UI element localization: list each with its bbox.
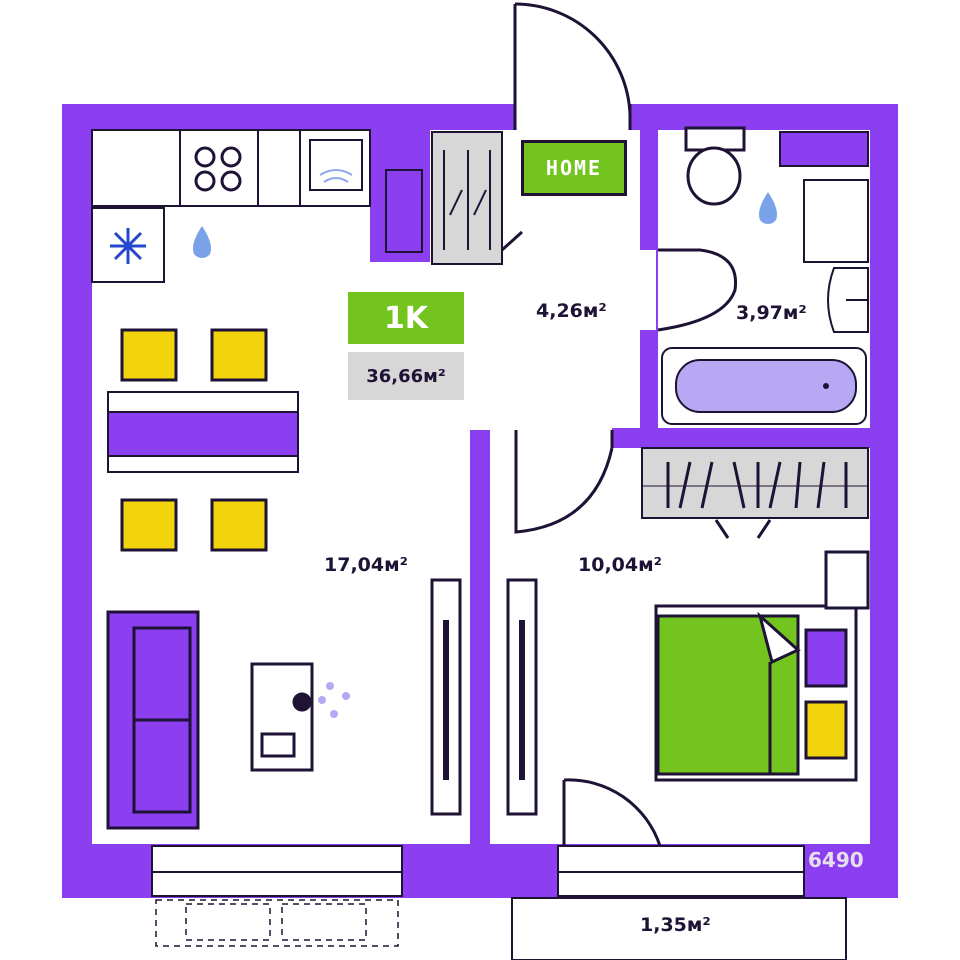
sofa-icon xyxy=(106,610,200,830)
water-drop-icon xyxy=(193,226,211,258)
kitchen-counter xyxy=(91,129,371,207)
home-sign: HOME xyxy=(521,140,627,196)
hall-area-label: 4,26м² xyxy=(536,300,607,322)
washbasin xyxy=(803,179,869,333)
bath-area-label: 3,97м² xyxy=(736,302,807,324)
living-area-label: 17,04м² xyxy=(324,554,408,576)
snowflake-icon xyxy=(110,228,146,264)
sink-icon xyxy=(309,139,363,191)
door-icon xyxy=(562,778,662,847)
plant-icon xyxy=(318,682,350,718)
balcony-dashed xyxy=(155,899,399,947)
windows xyxy=(151,845,805,897)
bed-icon xyxy=(654,550,870,782)
fridge xyxy=(91,207,165,283)
water-drop-icon xyxy=(759,192,777,224)
toilet-icon xyxy=(684,126,746,206)
watermark: 6490 xyxy=(808,848,864,872)
bath-shelf xyxy=(779,131,869,167)
balcony-area-label: 1,35м² xyxy=(640,914,711,936)
cooktop-icon xyxy=(194,146,242,192)
apartment-type-badge: 1K xyxy=(348,292,464,344)
wardrobe-icon xyxy=(641,447,869,539)
door-icon xyxy=(514,248,738,534)
bedroom-area-label: 10,04м² xyxy=(578,554,662,576)
bathtub-icon xyxy=(661,347,867,425)
dining-table xyxy=(107,391,299,473)
radiator-icon xyxy=(430,578,538,816)
wardrobe-icon xyxy=(385,131,524,265)
balcony xyxy=(511,897,847,960)
coffee-table xyxy=(250,662,314,772)
entrance-door-icon xyxy=(513,2,632,130)
total-area-badge: 36,66м² xyxy=(348,352,464,400)
dining-chairs xyxy=(120,328,268,552)
